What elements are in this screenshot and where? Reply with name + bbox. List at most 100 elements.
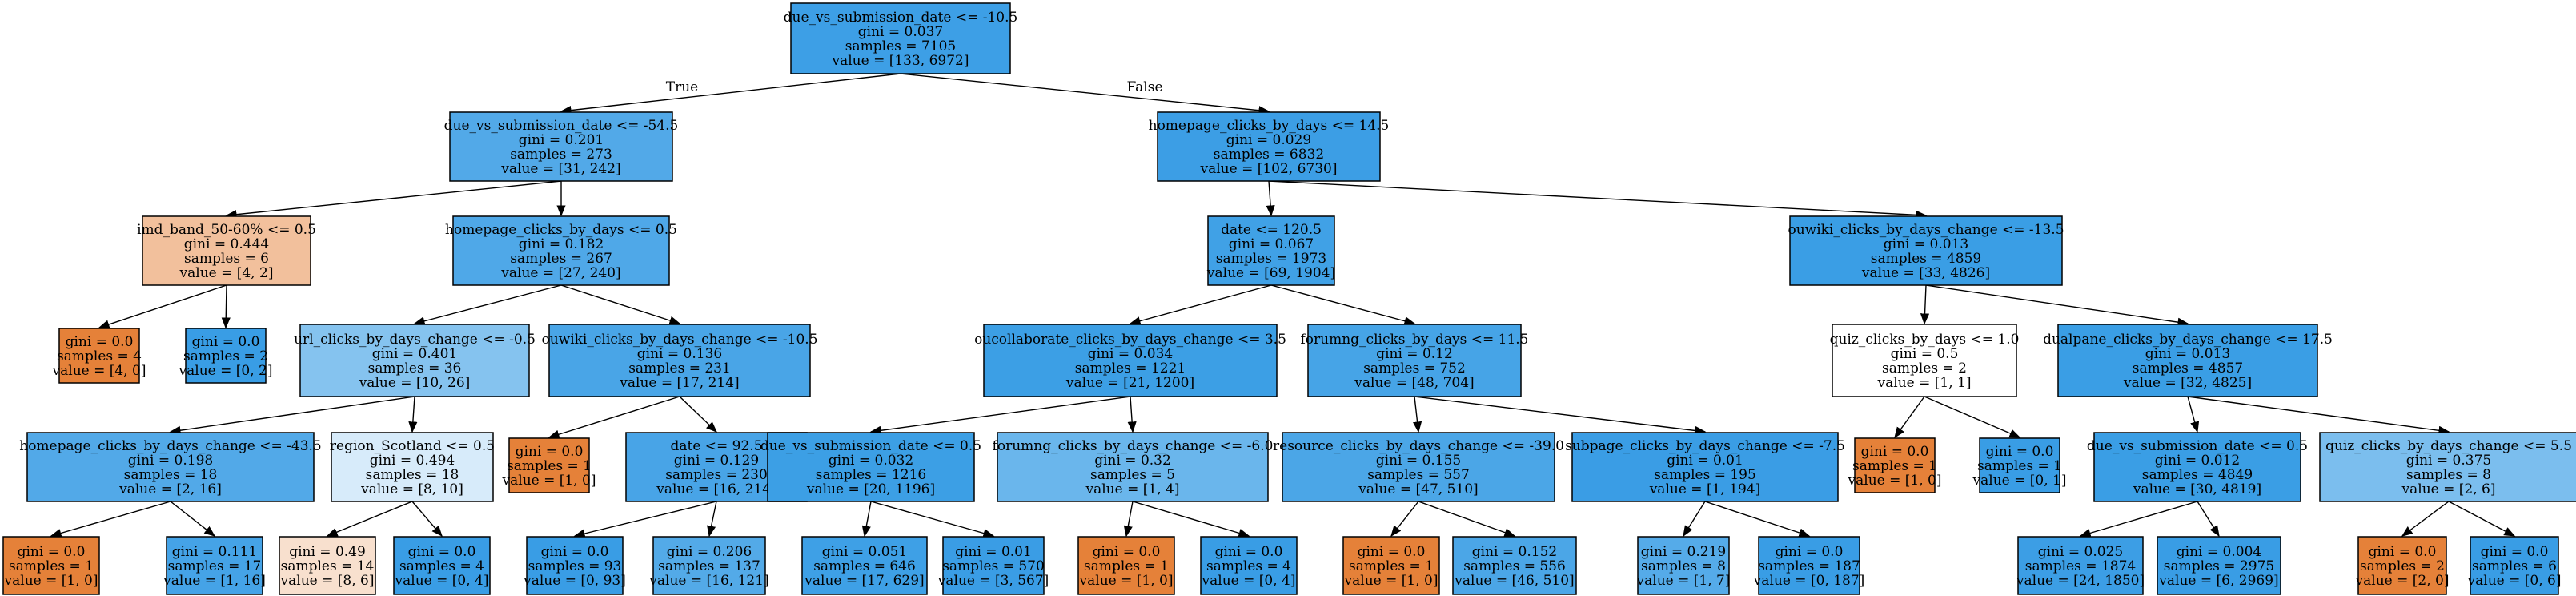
tree-node-box bbox=[942, 536, 1045, 595]
tree-node-text: due_vs_submission_date <= -54.5 bbox=[444, 118, 679, 134]
tree-node-text: samples = 1 bbox=[1852, 458, 1937, 474]
tree-node-text: subpage_clicks_by_days_change <= -7.5 bbox=[1565, 438, 1845, 454]
tree-node-text: gini = 0.0 bbox=[1358, 544, 1426, 560]
tree-node-text: forumng_clicks_by_days <= 11.5 bbox=[1301, 332, 1529, 348]
tree-node-text: value = [8, 6] bbox=[280, 573, 375, 589]
tree-node-text: value = [47, 510] bbox=[1358, 481, 1478, 497]
tree-node-text: gini = 0.12 bbox=[1376, 346, 1453, 362]
tree-node-text: gini = 0.201 bbox=[519, 132, 604, 148]
tree-node-text: gini = 0.0 bbox=[2369, 544, 2437, 560]
tree-node-text: samples = 18 bbox=[366, 467, 459, 483]
tree-edge bbox=[2187, 396, 2450, 435]
tree-node-box bbox=[142, 215, 311, 286]
tree-node-text: gini = 0.0 bbox=[516, 444, 584, 460]
tree-node-text: value = [3, 567] bbox=[937, 573, 1049, 589]
tree-node-box bbox=[166, 536, 263, 595]
tree-node-text: value = [17, 214] bbox=[619, 375, 739, 391]
tree-node-text: gini = 0.0 bbox=[1986, 444, 2054, 460]
tree-edge bbox=[861, 501, 872, 538]
tree-node-text: gini = 0.49 bbox=[289, 544, 366, 560]
tree-node-box bbox=[652, 536, 766, 595]
tree-node-text: value = [1, 4] bbox=[1085, 481, 1180, 497]
tree-node-text: gini = 0.012 bbox=[2155, 453, 2240, 469]
tree-node-text: gini = 0.155 bbox=[1376, 453, 1461, 469]
tree-node-text: date <= 120.5 bbox=[1221, 222, 1322, 238]
tree-node-text: gini = 0.013 bbox=[2145, 346, 2230, 362]
tree-node-box bbox=[299, 324, 530, 397]
tree-node-text: gini = 0.034 bbox=[1088, 346, 1173, 362]
tree-node-text: value = [0, 1] bbox=[1972, 473, 2067, 489]
tree-node-text: value = [2, 16] bbox=[118, 481, 222, 497]
tree-node-text: value = [0, 6] bbox=[2467, 573, 2562, 589]
tree-edge bbox=[1920, 284, 1930, 325]
tree-node-text: gini = 0.375 bbox=[2406, 453, 2491, 469]
tree-node-text: gini = 0.025 bbox=[2038, 544, 2123, 560]
tree-node-text: samples = 646 bbox=[813, 558, 916, 574]
tree-node-box bbox=[526, 536, 624, 595]
tree-node-text: value = [16, 121] bbox=[648, 573, 768, 589]
tree-node: ouwiki_clicks_by_days_change <= -10.5gin… bbox=[541, 324, 818, 397]
tree-edge bbox=[900, 73, 1270, 115]
tree-node-text: samples = 752 bbox=[1363, 360, 1466, 377]
tree-node-text: gini = 0.0 bbox=[1093, 544, 1161, 560]
tree-node-text: value = [33, 4826] bbox=[1861, 265, 1990, 281]
tree-node-box bbox=[997, 432, 1269, 502]
tree-node-box bbox=[331, 432, 494, 502]
tree-node-text: gini = 0.219 bbox=[1641, 544, 1726, 560]
tree-edge bbox=[548, 396, 680, 439]
tree-edge bbox=[1414, 396, 1707, 436]
tree-node-text: samples = 195 bbox=[1654, 467, 1756, 483]
tree-node-text: value = [4, 0] bbox=[52, 363, 146, 379]
tree-node-box bbox=[1282, 432, 1555, 502]
tree-node-text: gini = 0.182 bbox=[519, 236, 604, 252]
tree-node-box bbox=[449, 111, 673, 182]
tree-edge bbox=[2197, 501, 2220, 538]
tree-node-text: samples = 6832 bbox=[1214, 147, 1324, 163]
tree-node-text: value = [24, 1850] bbox=[2016, 573, 2145, 589]
tree-node: dualpane_clicks_by_days_change <= 17.5gi… bbox=[2043, 324, 2333, 397]
tree-node-text: samples = 17 bbox=[168, 558, 262, 574]
tree-node-text: value = [6, 2969] bbox=[2158, 573, 2278, 589]
tree-node: oucollaborate_clicks_by_days_change <= 3… bbox=[974, 324, 1286, 397]
tree-node-box bbox=[2017, 536, 2144, 595]
tree-node-box bbox=[393, 536, 491, 595]
tree-node-box bbox=[2, 536, 100, 595]
tree-edge bbox=[170, 501, 216, 537]
tree-edge bbox=[326, 501, 413, 537]
tree-node-box bbox=[2157, 536, 2281, 595]
tree-edge bbox=[1270, 284, 1416, 326]
tree-node-text: gini = 0.067 bbox=[1229, 236, 1314, 252]
tree-node-text: samples = 1 bbox=[507, 458, 592, 474]
tree-edge bbox=[2448, 501, 2516, 537]
tree-node-text: gini = 0.0 bbox=[1215, 544, 1283, 560]
tree-node-text: value = [17, 629] bbox=[804, 573, 924, 589]
tree-edge bbox=[2079, 501, 2198, 538]
tree-node-text: samples = 7105 bbox=[845, 38, 956, 54]
tree-node-text: value = [1, 1] bbox=[1877, 375, 1972, 391]
tree-node: resource_clicks_by_days_change <= -39.0g… bbox=[1273, 432, 1564, 502]
tree-node-box bbox=[26, 432, 315, 502]
tree-edge bbox=[2187, 396, 2200, 433]
tree-node-box bbox=[1307, 324, 1522, 397]
tree-node-text: homepage_clicks_by_days_change <= -43.5 bbox=[19, 438, 322, 454]
tree-node: homepage_clicks_by_days_change <= -43.5g… bbox=[19, 432, 322, 502]
tree-node-text: value = [133, 6972] bbox=[831, 53, 969, 69]
edges-layer bbox=[50, 73, 2516, 538]
tree-node-box bbox=[983, 324, 1278, 397]
tree-node-text: oucollaborate_clicks_by_days_change <= 3… bbox=[974, 332, 1286, 348]
